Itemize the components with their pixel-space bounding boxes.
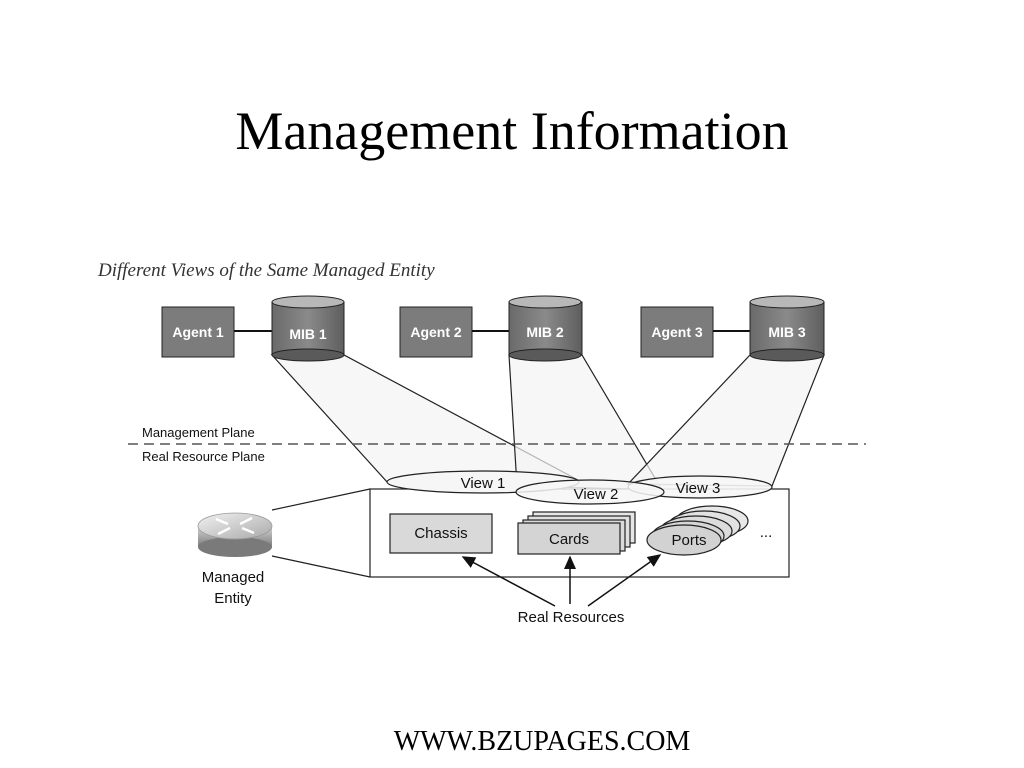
view-3-label: View 3: [676, 480, 721, 497]
managed-entity-label-line-2: Entity: [214, 590, 252, 607]
cards-label: Cards: [549, 531, 589, 548]
managed-entity-label-line-1: Managed: [202, 569, 265, 586]
agent-mib-group-2: Agent 2 MIB 2: [399, 295, 583, 362]
slide-footer: WWW.BZUPAGES.COM: [393, 726, 691, 757]
cards-stack: [517, 511, 636, 555]
view-2-label: View 2: [574, 486, 619, 503]
agent-1-box: [161, 306, 235, 358]
diagram-caption: Different Views of the Same Managed Enti…: [97, 260, 435, 281]
agent-1-label: Agent 1: [172, 324, 224, 340]
agent-3-label: Agent 3: [651, 324, 703, 340]
real-resources-arrows: [461, 554, 662, 607]
mib-1-cylinder: [271, 295, 345, 362]
mib-3-cylinder: [749, 295, 825, 362]
ports-stack: [646, 505, 749, 556]
agent-3-box: [640, 306, 714, 358]
real-resources-label: Real Resources: [518, 609, 625, 626]
more-resources-ellipsis: ...: [760, 524, 773, 541]
view-2-ellipse: [515, 479, 665, 505]
mib-2-cylinder: [508, 295, 583, 362]
mib-1-label: MIB 1: [289, 326, 327, 342]
router-icon: [197, 512, 273, 557]
management-plane-label: Management Plane: [142, 425, 255, 440]
slide-title: Management Information: [235, 101, 789, 161]
view-1-label: View 1: [461, 475, 506, 492]
agent-2-label: Agent 2: [410, 324, 462, 340]
ports-label: Ports: [671, 532, 706, 549]
chassis-box: [389, 513, 493, 554]
agent-mib-group-1: Agent 1 MIB 1: [161, 295, 345, 362]
mib-3-label: MIB 3: [768, 324, 806, 340]
chassis-label: Chassis: [414, 525, 467, 542]
agent-mib-group-3: Agent 3 MIB 3: [640, 295, 825, 362]
real-resource-plane-label: Real Resource Plane: [142, 449, 265, 464]
projection-cones: [270, 354, 825, 491]
mib-2-label: MIB 2: [526, 324, 564, 340]
agent-2-box: [399, 306, 473, 358]
